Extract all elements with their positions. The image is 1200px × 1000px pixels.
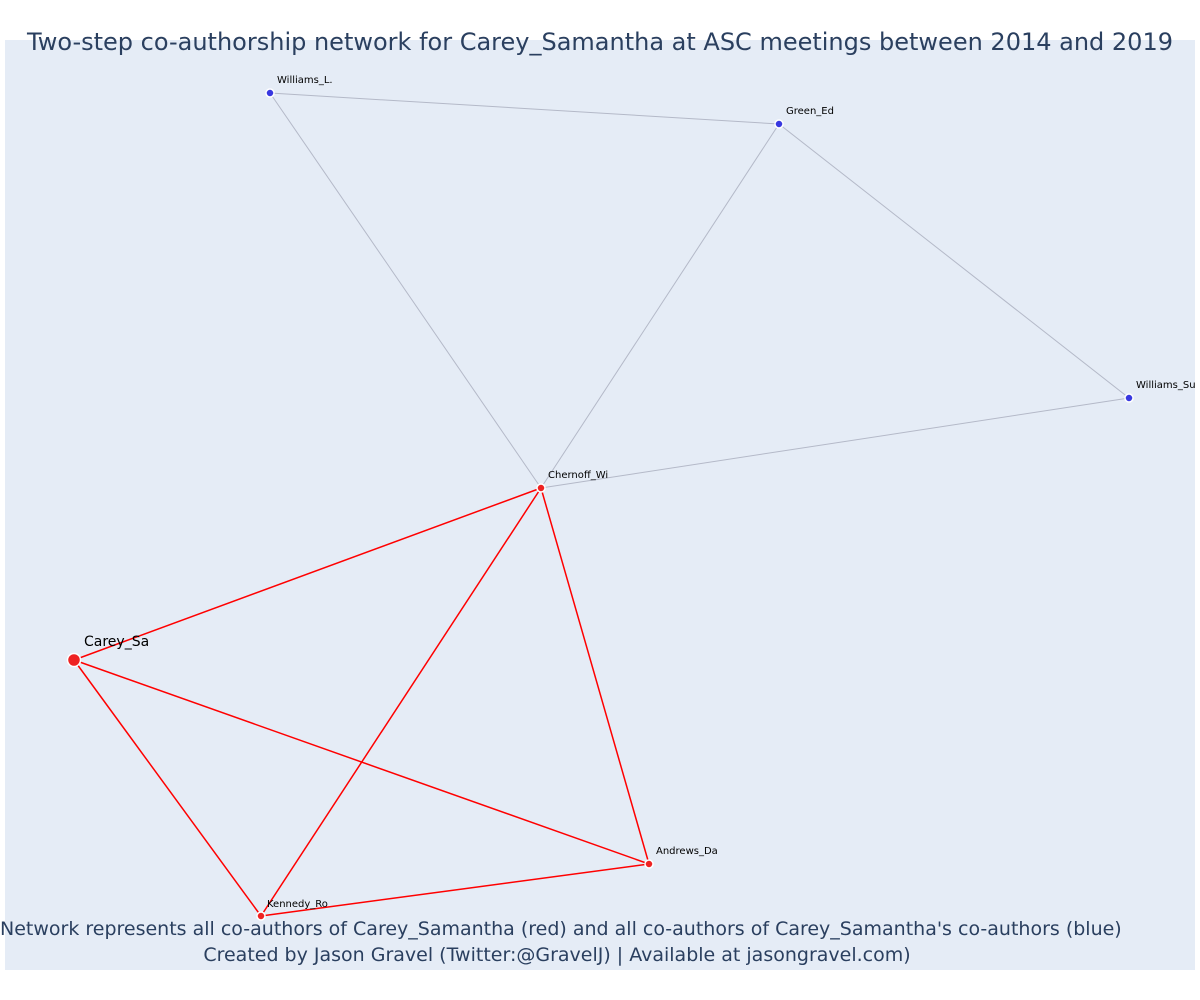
node-williamssu[interactable] [1124, 393, 1134, 403]
edges-layer [73, 92, 1130, 917]
edge-chernoff-williamssu [540, 397, 1130, 489]
node-label-carey: Carey_Sa [84, 634, 149, 650]
node-greened[interactable] [774, 119, 784, 129]
node-label-williamssu: Williams_Su [1136, 380, 1196, 391]
node-label-kennedy: Kennedy_Ro [267, 899, 328, 910]
plot-area [5, 40, 1195, 970]
edge-chernoff-greened [540, 123, 780, 489]
node-label-chernoff: Chernoff_Wi [548, 470, 608, 481]
chart-title: Two-step co-authorship network for Carey… [27, 28, 1173, 56]
edge-greened-williamssu [778, 123, 1130, 399]
caption-line-2: Created by Jason Gravel (Twitter:@Gravel… [203, 944, 911, 966]
nodes-layer [66, 88, 1134, 921]
node-carey[interactable] [66, 652, 82, 668]
edge-kennedy-andrews [260, 863, 650, 917]
node-andrews[interactable] [644, 859, 654, 869]
edge-chernoff-kennedy [260, 487, 542, 917]
caption-line-1: Network represents all co-authors of Car… [0, 918, 1122, 940]
node-williamsl[interactable] [265, 88, 275, 98]
edge-carey-chernoff [73, 487, 542, 661]
edge-williamsl-greened [269, 92, 780, 125]
edge-carey-kennedy [73, 659, 262, 917]
node-label-andrews: Andrews_Da [656, 846, 718, 857]
node-chernoff[interactable] [536, 483, 546, 493]
node-kennedy[interactable] [256, 911, 266, 921]
edge-chernoff-williamsl [269, 92, 542, 489]
node-label-greened: Green_Ed [786, 106, 834, 117]
node-label-williamsl: Williams_L. [277, 75, 333, 86]
edge-chernoff-andrews [540, 487, 650, 865]
